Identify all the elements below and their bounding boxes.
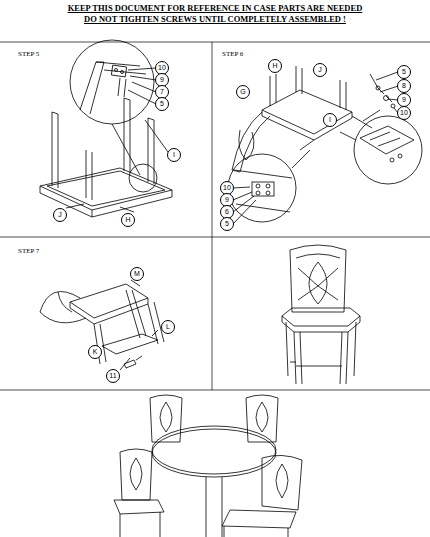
- callout-number: 8: [397, 79, 411, 93]
- step-heading: STEP 7: [18, 247, 39, 255]
- callout-number: 5: [220, 217, 234, 231]
- step-heading: STEP 6: [222, 50, 243, 58]
- callout-number: J: [53, 208, 67, 222]
- callout-number: H: [121, 213, 135, 227]
- callout-number: 10: [397, 106, 411, 120]
- step6-drawing: [228, 66, 422, 224]
- callout-number: H: [268, 59, 282, 73]
- step5-drawing: [40, 40, 172, 217]
- callout-number: I: [167, 148, 181, 162]
- callout-number: K: [88, 345, 102, 359]
- chair-drawing: [282, 245, 360, 384]
- callout-number: L: [161, 320, 175, 334]
- callout-number: J: [313, 63, 327, 77]
- table-set-drawing: [114, 395, 302, 537]
- callout-number: M: [130, 267, 144, 281]
- step-heading: STEP 5: [18, 50, 39, 58]
- callout-number: 11: [106, 369, 120, 383]
- header-note: KEEP THIS DOCUMENT FOR REFERENCE IN CASE…: [0, 3, 430, 13]
- step7-drawing: [40, 280, 164, 370]
- callout-number: 5: [155, 97, 169, 111]
- callout-number: I: [323, 113, 337, 127]
- header-note: DO NOT TIGHTEN SCREWS UNTIL COMPLETELY A…: [0, 14, 430, 24]
- panel-grid: [0, 42, 430, 390]
- callout-number: 9: [397, 93, 411, 107]
- callout-number: G: [236, 85, 250, 99]
- callout-number: 5: [397, 65, 411, 79]
